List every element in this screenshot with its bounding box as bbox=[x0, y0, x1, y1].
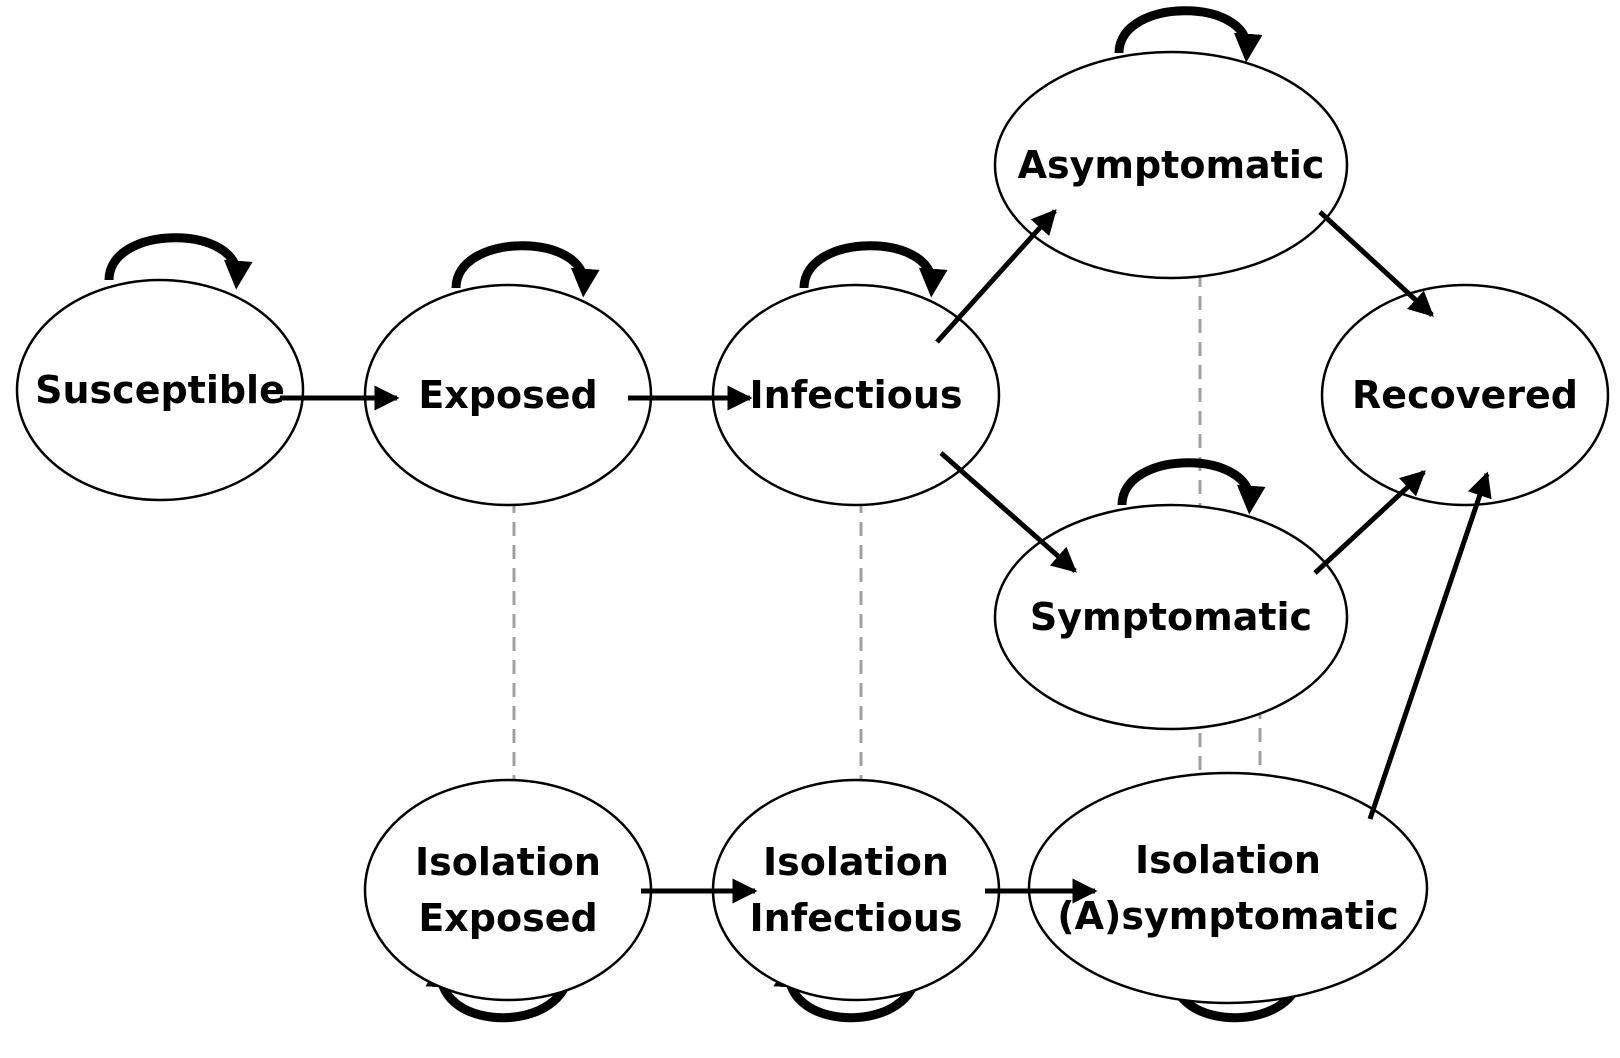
arrow-infectious-to-symptomatic bbox=[939, 451, 1077, 573]
self-loop-asymptomatic bbox=[1114, 6, 1263, 63]
node-ellipse bbox=[993, 50, 1349, 280]
node-isolation-asymptomatic: Isolation (A)symptomatic bbox=[1027, 771, 1429, 1005]
arrow-infectious-to-asymptomatic bbox=[935, 209, 1057, 344]
node-label: Isolation bbox=[1135, 838, 1321, 882]
node-asymptomatic: Asymptomatic bbox=[993, 50, 1349, 280]
self-loop-susceptible bbox=[104, 233, 253, 290]
self-loop-symptomatic bbox=[1117, 458, 1266, 515]
node-ellipse bbox=[15, 278, 305, 502]
node-label: Exposed bbox=[418, 896, 597, 940]
node-label: Exposed bbox=[418, 373, 597, 417]
transitions bbox=[280, 209, 1492, 904]
node-ellipse bbox=[1027, 771, 1429, 1005]
node-exposed: Exposed bbox=[363, 283, 653, 507]
node-ellipse bbox=[993, 503, 1349, 731]
node-label: (A)symptomatic bbox=[1057, 894, 1399, 938]
node-label: Asymptomatic bbox=[1018, 143, 1325, 187]
node-ellipse bbox=[711, 778, 1001, 1002]
arrow-asymptomatic-to-recovered bbox=[1318, 210, 1434, 317]
arrow-isolation_asymptomatic-to-recovered bbox=[1367, 471, 1492, 820]
node-label: Infectious bbox=[750, 896, 963, 940]
node-ellipse bbox=[711, 283, 1001, 507]
node-infectious: Infectious bbox=[711, 283, 1001, 507]
node-symptomatic: Symptomatic bbox=[993, 503, 1349, 731]
self-loop-infectious bbox=[799, 241, 948, 298]
node-susceptible: Susceptible bbox=[15, 278, 305, 502]
node-label: Susceptible bbox=[35, 368, 285, 412]
node-label: Isolation bbox=[415, 840, 601, 884]
node-ellipse bbox=[1320, 283, 1610, 507]
self-loop-exposed bbox=[451, 241, 600, 298]
node-ellipse bbox=[363, 778, 653, 1002]
node-label: Isolation bbox=[763, 840, 949, 884]
node-label: Recovered bbox=[1352, 373, 1578, 417]
node-recovered: Recovered bbox=[1320, 283, 1610, 507]
node-label: Infectious bbox=[750, 373, 963, 417]
node-ellipse bbox=[363, 283, 653, 507]
node-label: Symptomatic bbox=[1030, 595, 1312, 639]
arrow-symptomatic-to-recovered bbox=[1313, 470, 1426, 575]
